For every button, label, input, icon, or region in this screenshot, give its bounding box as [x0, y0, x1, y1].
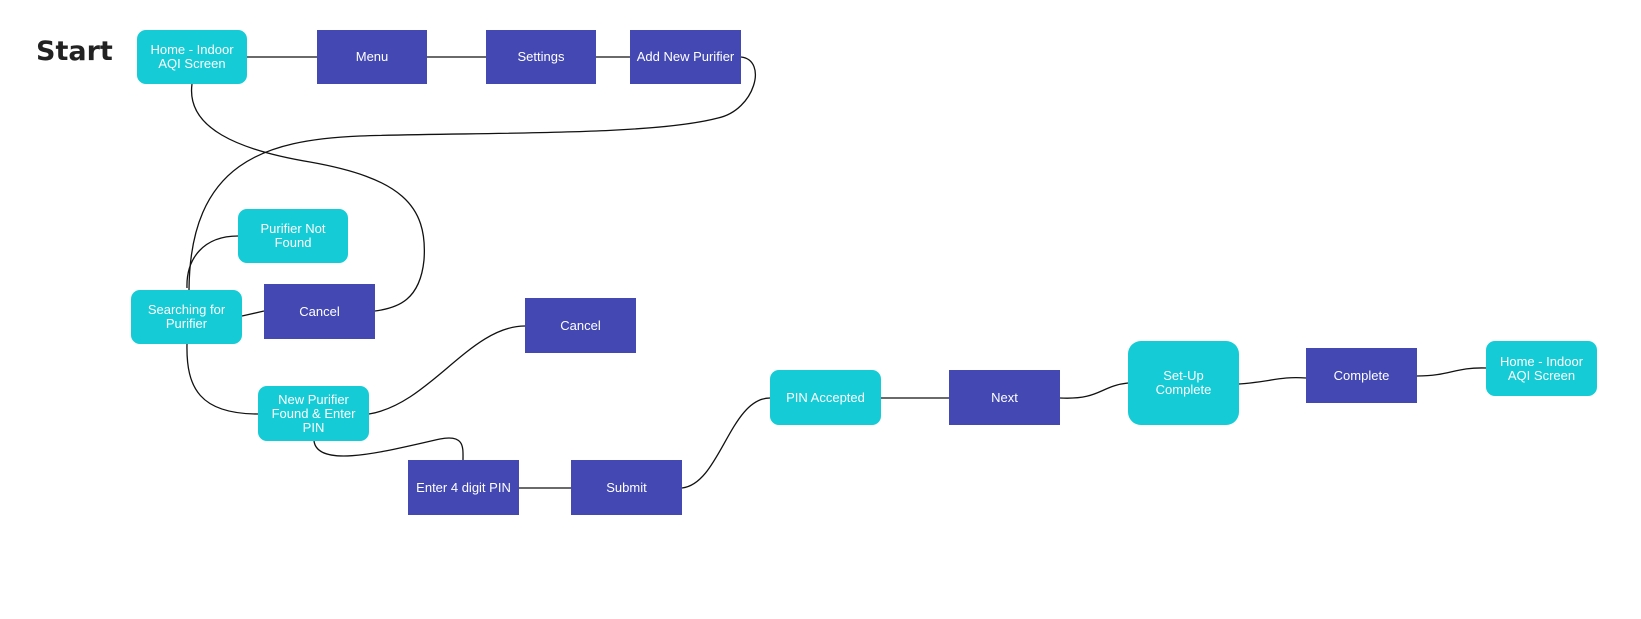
node-enter-pin: Enter 4 digit PIN: [408, 460, 519, 515]
node-complete: Complete: [1306, 348, 1417, 403]
start-label: Start: [36, 36, 113, 67]
connector-home-to-cancel: [190, 83, 426, 312]
connector-setup-to-complete: [1238, 376, 1307, 385]
node-home-indoor-aqi-end: Home - Indoor AQI Screen: [1486, 341, 1597, 396]
node-cancel-search: Cancel: [264, 284, 375, 339]
node-setup-complete: Set-Up Complete: [1128, 341, 1239, 425]
connector-next-to-setup: [1059, 382, 1129, 399]
connector-searching-to-cancel: [241, 310, 265, 317]
connector-newfound-to-enterpin: [313, 437, 464, 461]
node-menu: Menu: [317, 30, 427, 84]
connector-addnew-to-searching: [188, 56, 757, 291]
node-home-indoor-aqi-start: Home - Indoor AQI Screen: [137, 30, 247, 84]
connector-searching-to-newfound: [186, 343, 259, 415]
node-pin-accepted: PIN Accepted: [770, 370, 881, 425]
node-settings: Settings: [486, 30, 596, 84]
node-next: Next: [949, 370, 1060, 425]
node-cancel-pin: Cancel: [525, 298, 636, 353]
node-add-new-purifier: Add New Purifier: [630, 30, 741, 84]
connector-submit-to-pinaccepted: [681, 397, 771, 489]
connector-newfound-to-cancel2: [368, 325, 526, 415]
node-new-purifier-found: New Purifier Found & Enter PIN: [258, 386, 369, 441]
node-purifier-not-found: Purifier Not Found: [238, 209, 348, 263]
connector-complete-to-home: [1416, 367, 1487, 377]
node-submit: Submit: [571, 460, 682, 515]
node-searching-for-purifier: Searching for Purifier: [131, 290, 242, 344]
connector-searching-to-notfound: [186, 235, 239, 289]
